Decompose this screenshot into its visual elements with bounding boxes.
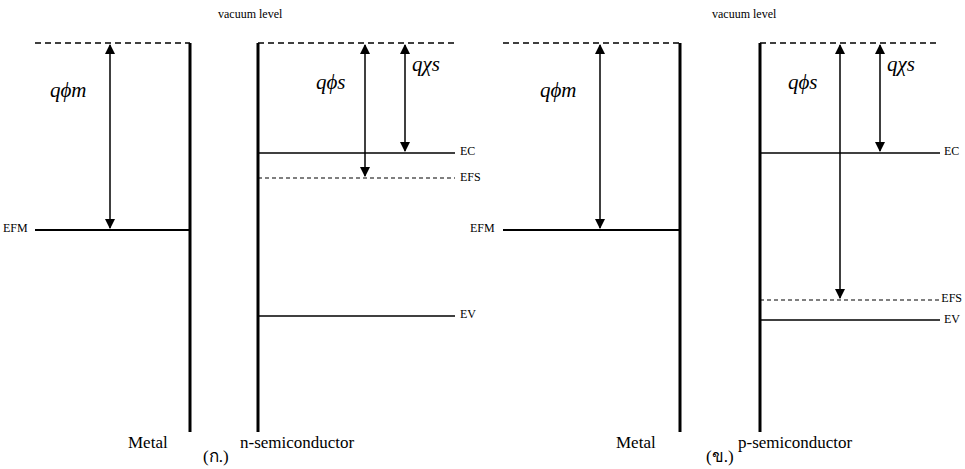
metal-interface bbox=[189, 43, 192, 432]
fermi-level-metal bbox=[35, 229, 190, 231]
energy-arrow bbox=[879, 45, 881, 151]
vacuum-level-line bbox=[35, 42, 190, 44]
vacuum-level-line bbox=[258, 42, 455, 44]
axis-label: vacuum level bbox=[218, 8, 282, 22]
conduction-band bbox=[760, 152, 940, 154]
level-label: EFS bbox=[941, 292, 962, 306]
energy-symbol: qϕm bbox=[50, 78, 87, 102]
material-label: n-semiconductor bbox=[240, 433, 354, 453]
fermi-level-semiconductor bbox=[760, 299, 940, 300]
metal-interface bbox=[679, 43, 682, 432]
level-label: EV bbox=[460, 308, 476, 322]
material-label: Metal bbox=[128, 433, 168, 453]
level-label: EFS bbox=[460, 171, 481, 185]
energy-symbol: qχs bbox=[412, 52, 440, 76]
panel-caption: (ข.) bbox=[706, 447, 734, 467]
fermi-level-semiconductor bbox=[258, 177, 455, 178]
panel-caption: (ก.) bbox=[203, 447, 229, 467]
vacuum-level-line bbox=[503, 42, 680, 44]
energy-arrow bbox=[839, 45, 841, 298]
level-label: EC bbox=[944, 145, 959, 159]
vacuum-level-line bbox=[760, 42, 940, 44]
level-label: EFM bbox=[470, 222, 495, 236]
conduction-band bbox=[258, 152, 455, 154]
level-label: EV bbox=[944, 313, 960, 327]
level-label: EC bbox=[460, 145, 475, 159]
valence-band bbox=[760, 319, 940, 321]
axis-label: vacuum level bbox=[712, 8, 776, 22]
energy-symbol: qχs bbox=[887, 52, 915, 76]
energy-symbol: qϕm bbox=[540, 78, 577, 102]
energy-symbol: qϕs bbox=[788, 70, 818, 94]
valence-band bbox=[258, 315, 455, 317]
energy-symbol: qϕs bbox=[316, 70, 346, 94]
level-label: EFM bbox=[3, 222, 28, 236]
semiconductor-interface bbox=[759, 43, 762, 432]
energy-arrow bbox=[404, 45, 406, 151]
energy-arrow bbox=[109, 45, 111, 228]
energy-arrow bbox=[599, 45, 601, 228]
energy-arrow bbox=[364, 45, 366, 176]
semiconductor-interface bbox=[257, 43, 260, 432]
material-label: Metal bbox=[616, 433, 656, 453]
fermi-level-metal bbox=[503, 229, 680, 231]
material-label: p-semiconductor bbox=[738, 433, 852, 453]
